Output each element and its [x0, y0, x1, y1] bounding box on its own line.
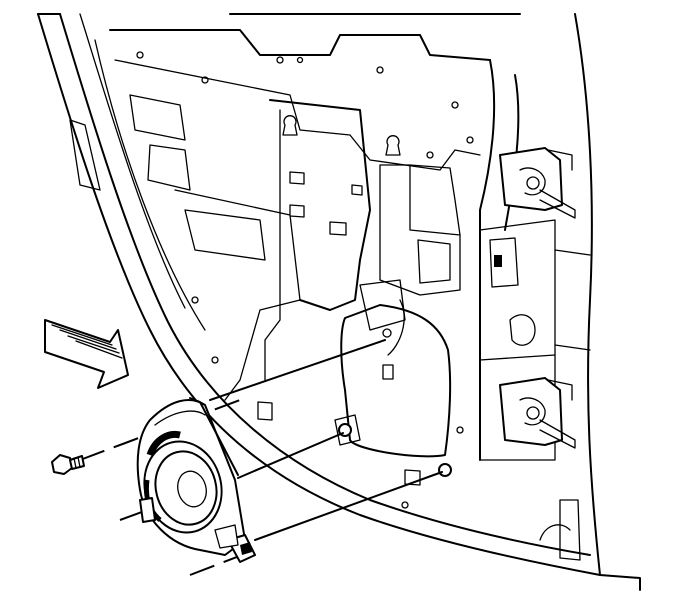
- clip-slot: [382, 364, 394, 380]
- speaker-retaining-bolt: [51, 454, 85, 475]
- door-latch-opening: [489, 237, 581, 561]
- speaker-assembly: [136, 397, 256, 563]
- door-hinge-lower: [499, 377, 576, 449]
- mount-hole-top: [382, 328, 392, 338]
- guide-line-bottom: [254, 471, 443, 541]
- direction-arrow: [44, 319, 129, 389]
- guide-line-middle: [237, 432, 344, 479]
- mount-hole-lower: [438, 463, 452, 477]
- door-inner-panel: [37, 13, 641, 591]
- door-hinge-upper: [499, 147, 576, 219]
- speaker-dust-cap: [177, 470, 207, 508]
- guide-line-top: [209, 339, 386, 401]
